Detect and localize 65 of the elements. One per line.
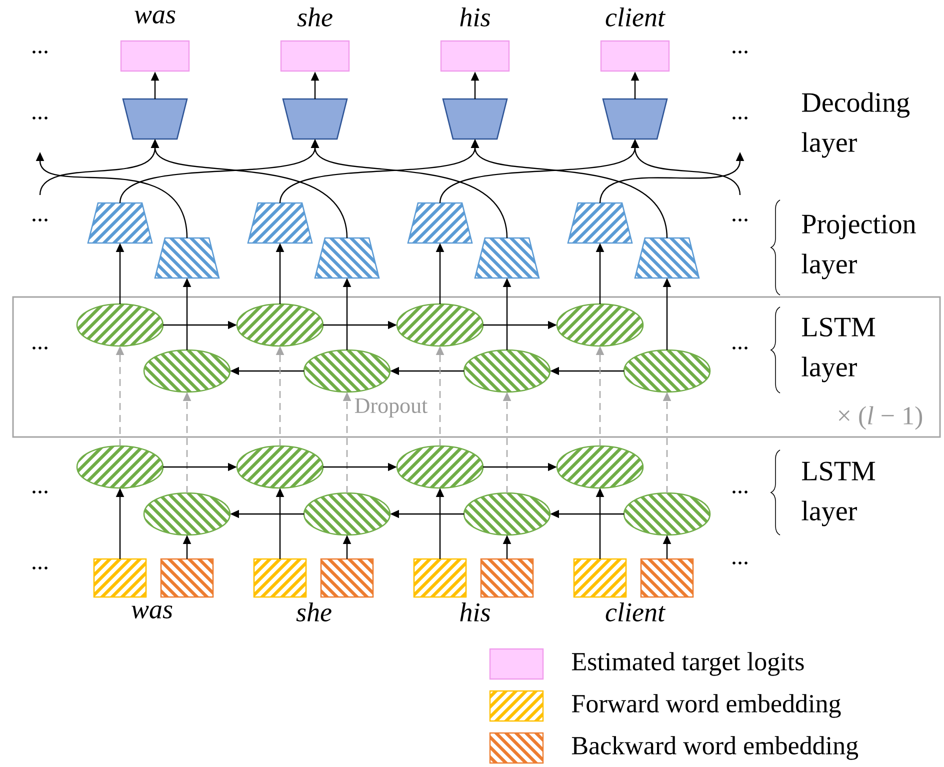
lstm-cell	[76, 303, 164, 347]
layer-label: LSTM layer	[802, 462, 876, 526]
projection-trapezoid	[474, 237, 540, 279]
lstm-cell	[236, 303, 324, 347]
lstm-cell	[143, 492, 231, 536]
repeat-label: × (l − 1)	[838, 406, 922, 430]
projection-trapezoid	[247, 202, 313, 244]
word-label: she	[297, 8, 332, 26]
lstm-cell	[396, 445, 484, 489]
lstm-cell	[556, 303, 644, 347]
ellipsis: ...	[732, 346, 748, 350]
ellipsis: ...	[732, 50, 748, 54]
word-label: his	[460, 8, 490, 26]
word-label: was	[134, 10, 176, 24]
projection-trapezoid	[154, 237, 220, 279]
ellipsis: ...	[32, 490, 48, 494]
embedding-box	[640, 558, 694, 598]
ellipsis: ...	[732, 562, 748, 564]
lstm-cell	[236, 445, 324, 489]
legend-label: Estimated target logits	[572, 652, 804, 676]
projection-trapezoid	[314, 237, 380, 279]
word-label: client	[606, 8, 666, 26]
ellipsis: ...	[732, 490, 748, 494]
embedding-box	[320, 558, 374, 598]
ellipsis: ...	[32, 50, 48, 54]
lstm-cell	[556, 445, 644, 489]
embedding-box	[413, 558, 467, 598]
lstm-cell	[143, 349, 231, 393]
embedding-box	[93, 558, 147, 598]
embedding-box	[253, 558, 307, 598]
word-label: his	[460, 602, 490, 622]
ellipsis: ...	[32, 346, 48, 350]
legend-label: Forward word embedding	[572, 694, 841, 718]
ellipsis: ...	[732, 116, 748, 120]
decoding-trapezoid	[442, 98, 508, 140]
embedding-box	[480, 558, 534, 598]
lstm-cell	[463, 349, 551, 393]
lstm-cell	[396, 303, 484, 347]
lstm-cell	[76, 445, 164, 489]
projection-trapezoid	[407, 202, 473, 244]
layer-label: Projection layer	[802, 214, 916, 280]
layer-label: LSTM layer	[802, 318, 876, 382]
projection-trapezoid	[634, 237, 700, 279]
embedding-box	[573, 558, 627, 598]
lstm-cell	[623, 349, 711, 393]
layer-label: Decoding layer	[802, 92, 910, 158]
word-label: she	[296, 602, 332, 622]
decoding-trapezoid	[602, 98, 668, 140]
lstm-cell	[303, 349, 391, 393]
word-label: client	[606, 602, 666, 622]
ellipsis: ...	[32, 566, 48, 570]
dropout-label: Dropout	[354, 398, 428, 418]
lstm-cell	[623, 492, 711, 536]
decoding-trapezoid	[282, 98, 348, 140]
embedding-box	[160, 558, 214, 598]
lstm-cell	[463, 492, 551, 536]
projection-trapezoid	[87, 202, 153, 244]
ellipsis: ...	[732, 218, 748, 222]
decoding-trapezoid	[122, 98, 188, 140]
projection-trapezoid	[567, 202, 633, 244]
word-label: was	[132, 606, 172, 618]
ellipsis: ...	[32, 116, 48, 120]
legend-label: Backward word embedding	[572, 736, 858, 760]
lstm-cell	[303, 492, 391, 536]
ellipsis: ...	[32, 218, 48, 222]
